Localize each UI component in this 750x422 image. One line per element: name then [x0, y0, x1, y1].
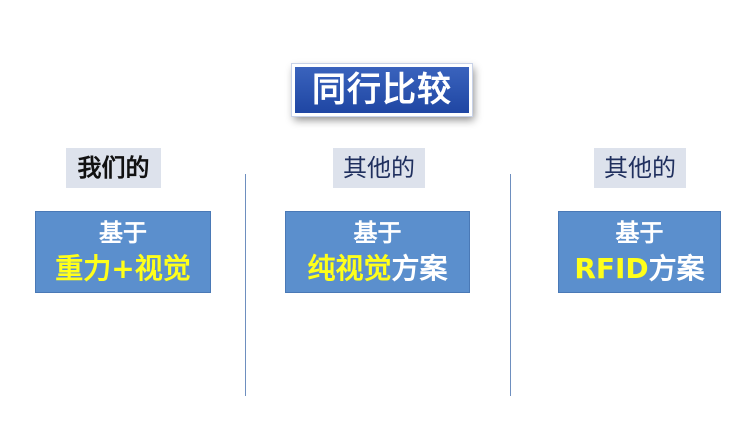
column-label-ours: 我们的 — [66, 148, 161, 188]
card-highlight: RFID — [574, 252, 649, 285]
column-label-other-vision: 其他的 — [333, 148, 425, 188]
column-label-other-rfid: 其他的 — [594, 148, 686, 188]
approach-card-vision: 基于 纯视觉方案 — [285, 211, 470, 293]
card-suffix: 方案 — [391, 252, 448, 285]
card-prefix: 基于 — [353, 219, 402, 247]
card-suffix: 方案 — [648, 252, 705, 285]
approach-card-ours: 基于 重力+视觉 — [35, 211, 211, 293]
page-title: 同行比较 — [292, 64, 472, 116]
column-divider — [245, 174, 246, 396]
card-prefix: 基于 — [615, 219, 664, 247]
card-prefix: 基于 — [99, 219, 147, 247]
card-highlight: 重力+视觉 — [55, 252, 191, 285]
approach-card-rfid: 基于 RFID方案 — [558, 211, 721, 293]
card-highlight: 纯视觉 — [307, 252, 392, 285]
column-divider — [510, 174, 511, 396]
